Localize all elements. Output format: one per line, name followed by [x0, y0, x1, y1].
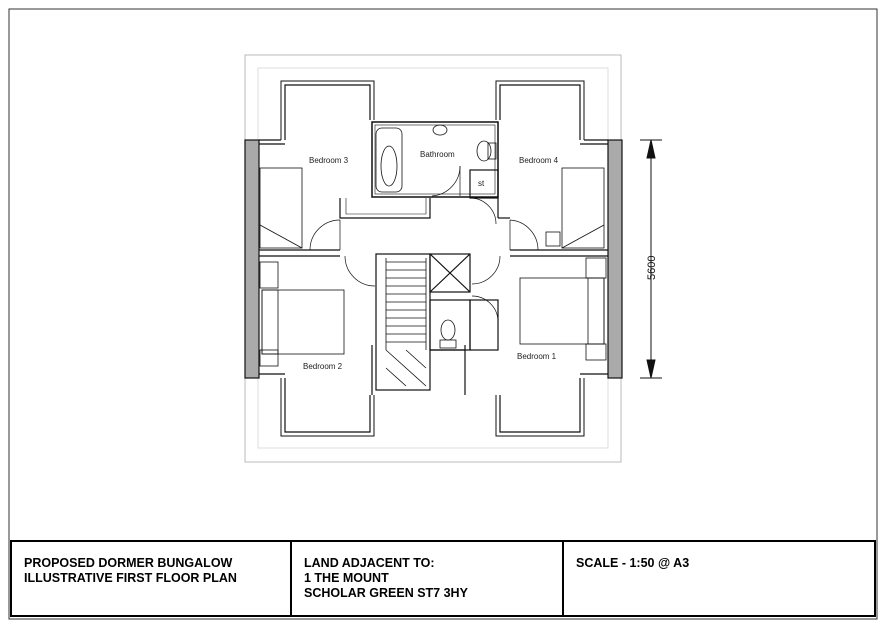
- bed-bedroom-2: [261, 289, 345, 355]
- bed-bedroom-4: [561, 167, 605, 249]
- bathroom-toilet: [476, 140, 492, 162]
- wash-basin: [432, 124, 448, 136]
- description-line-1: PROPOSED DORMER BUNGALOW: [24, 556, 233, 570]
- staircase: [385, 258, 427, 387]
- title-block: PROPOSED DORMER BUNGALOW ILLUSTRATIVE FI…: [10, 540, 876, 617]
- title-block-description: PROPOSED DORMER BUNGALOW ILLUSTRATIVE FI…: [12, 542, 290, 615]
- roof-outline: [244, 54, 622, 463]
- description-line-2: ILLUSTRATIVE FIRST FLOOR PLAN: [24, 571, 237, 585]
- walls: [244, 80, 623, 437]
- bath-tub: [375, 127, 403, 193]
- scale-label: SCALE - 1:50 @ A3: [576, 556, 690, 570]
- furniture: [259, 124, 607, 367]
- room-label-bedroom-2: Bedroom 2: [303, 362, 343, 371]
- sheet-border: [8, 8, 878, 620]
- bed-bedroom-3: [259, 167, 303, 249]
- bed-bedroom-1: [519, 277, 605, 345]
- title-block-address: LAND ADJACENT TO: 1 THE MOUNT SCHOLAR GR…: [290, 542, 562, 615]
- title-block-scale: SCALE - 1:50 @ A3: [562, 542, 874, 615]
- room-label-bedroom-3: Bedroom 3: [309, 156, 349, 165]
- address-line-2: 1 THE MOUNT: [304, 571, 389, 585]
- address-line-3: SCHOLAR GREEN ST7 3HY: [304, 586, 468, 600]
- dimension-line: [640, 139, 662, 379]
- room-label-bedroom-4: Bedroom 4: [519, 156, 559, 165]
- door-swings: [309, 165, 539, 321]
- dimension-label: 5600: [646, 256, 658, 280]
- address-line-1: LAND ADJACENT TO:: [304, 556, 435, 570]
- room-label-bedroom-1: Bedroom 1: [517, 352, 557, 361]
- room-label-bathroom: Bathroom: [420, 150, 455, 159]
- wc-toilet: [440, 319, 456, 341]
- room-label-store: st: [478, 179, 485, 188]
